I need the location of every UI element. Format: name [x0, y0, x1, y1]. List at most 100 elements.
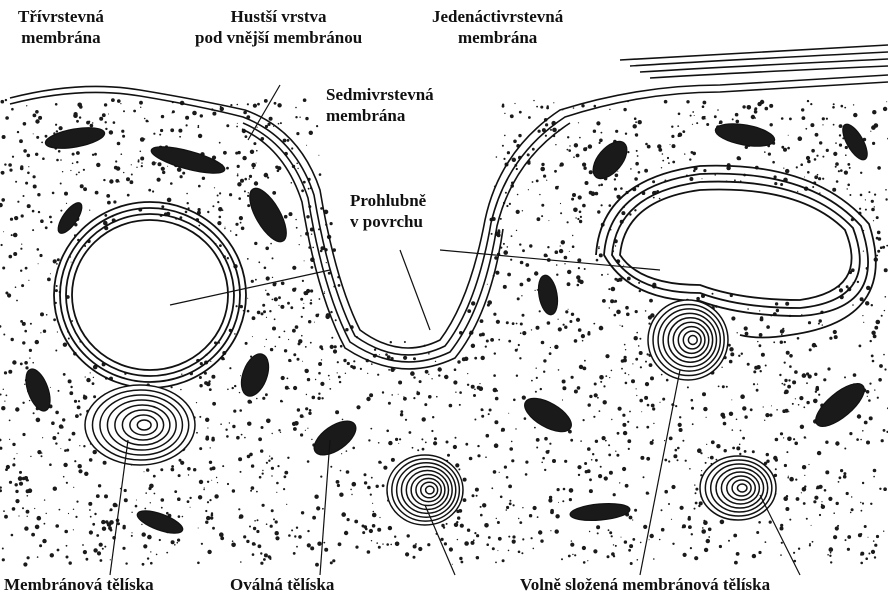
stipple-dot — [166, 512, 169, 515]
stipple-dot — [802, 487, 807, 492]
stipple-dot — [876, 535, 879, 538]
stipple-dot — [570, 543, 574, 547]
stipple-dot — [763, 406, 764, 407]
stipple-dot — [565, 310, 568, 313]
oval-body — [587, 135, 634, 184]
stipple-dot — [247, 103, 249, 105]
stipple-dot — [567, 282, 571, 286]
stipple-dot — [253, 527, 256, 530]
stipple-dot — [32, 210, 35, 213]
stipple-dot — [72, 163, 74, 165]
stipple-dot — [563, 488, 566, 491]
stipple-dot — [24, 384, 25, 385]
stipple-dot — [634, 509, 637, 512]
stipple-dot — [492, 547, 495, 550]
stipple-dot — [172, 110, 175, 113]
stipple-dot — [594, 393, 598, 397]
stipple-dot — [457, 516, 460, 519]
stipple-dot — [884, 310, 885, 311]
stipple-dot — [319, 298, 321, 300]
stipple-dot — [516, 375, 518, 377]
stipple-dot — [765, 107, 769, 111]
stipple-dot — [782, 383, 784, 385]
stipple-dot — [602, 436, 606, 440]
stipple-dot — [272, 191, 276, 195]
stipple-dot — [210, 467, 213, 470]
stipple-dot — [786, 451, 788, 453]
stipple-dot — [822, 156, 824, 158]
stipple-dot — [774, 182, 777, 185]
stipple-dot — [812, 343, 817, 348]
stipple-dot — [152, 190, 154, 192]
stipple-dot — [370, 494, 372, 496]
stipple-dot — [503, 243, 505, 245]
stipple-dot — [13, 252, 17, 256]
stipple-dot — [329, 388, 331, 390]
stipple-dot — [1, 406, 5, 410]
stipple-dot — [493, 388, 498, 393]
stipple-dot — [504, 135, 506, 137]
stipple-dot — [630, 562, 633, 565]
stipple-dot — [601, 204, 603, 206]
stipple-dot — [886, 101, 887, 102]
stipple-dot — [535, 391, 537, 393]
stipple-dot — [647, 353, 649, 355]
stipple-dot — [153, 133, 155, 135]
stipple-dot — [294, 288, 296, 290]
stipple-dot — [262, 304, 265, 307]
stipple-dot — [860, 562, 863, 565]
stipple-dot — [860, 502, 861, 503]
stipple-dot — [243, 535, 246, 538]
stipple-dot — [867, 396, 868, 397]
stipple-dot — [235, 223, 238, 226]
stipple-dot — [2, 548, 4, 550]
stipple-dot — [879, 488, 881, 490]
stipple-dot — [730, 352, 734, 356]
stipple-dot — [787, 437, 792, 442]
stipple-dot — [698, 505, 700, 507]
stipple-dot — [511, 459, 514, 462]
stipple-dot — [624, 540, 627, 543]
stipple-dot — [578, 328, 582, 332]
stipple-dot — [362, 531, 365, 534]
stipple-dot — [794, 442, 798, 446]
stipple-dot — [573, 156, 575, 158]
stipple-dot — [264, 267, 267, 270]
stipple-dot — [145, 492, 147, 494]
stipple-dot — [829, 547, 834, 552]
stipple-dot — [55, 289, 58, 292]
stipple-dot — [229, 422, 230, 423]
stipple-dot — [510, 259, 512, 261]
stipple-dot — [822, 124, 823, 125]
stipple-dot — [338, 284, 341, 287]
stipple-dot — [273, 518, 275, 520]
stipple-dot — [320, 250, 323, 253]
stipple-dot — [759, 333, 763, 337]
stipple-dot — [79, 116, 81, 118]
stipple-dot — [89, 210, 90, 211]
stipple-dot — [217, 482, 218, 483]
stipple-dot — [350, 365, 353, 368]
stipple-dot — [756, 531, 759, 534]
stipple-dot — [633, 124, 637, 128]
stipple-dot — [517, 194, 519, 196]
stipple-dot — [330, 311, 332, 313]
stipple-dot — [293, 552, 296, 555]
stipple-dot — [685, 460, 687, 462]
stipple-dot — [702, 116, 706, 120]
stipple-dot — [874, 206, 875, 207]
stipple-dot — [372, 503, 373, 504]
stipple-dot — [520, 323, 523, 326]
stipple-dot — [668, 460, 670, 462]
stipple-dot — [792, 380, 796, 384]
stipple-dot — [710, 456, 714, 460]
stipple-dot — [819, 485, 823, 489]
stipple-dot — [873, 476, 875, 478]
stipple-dot — [57, 549, 60, 552]
stipple-dot — [531, 329, 532, 330]
stipple-dot — [629, 516, 633, 520]
stipple-dot — [297, 358, 300, 361]
stipple-dot — [605, 440, 607, 442]
stipple-dot — [248, 178, 250, 180]
stipple-dot — [239, 409, 242, 412]
